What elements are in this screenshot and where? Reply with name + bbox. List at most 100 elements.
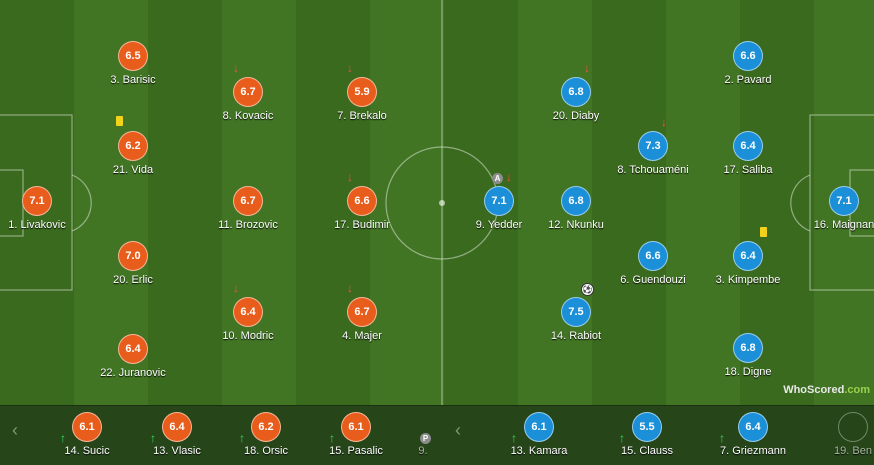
rating-badge: 7.1 <box>22 186 52 216</box>
away-bench-prev-button[interactable]: ‹ <box>455 420 461 440</box>
bench-player-home-partial[interactable]: P 9. <box>363 411 483 457</box>
rating-badge: 6.1 <box>524 412 554 442</box>
sub-off-icon: ↓ <box>233 281 239 295</box>
rating-badge: 6.8 <box>733 333 763 363</box>
player-away[interactable]: ⚽ 7.5 14. Rabiot <box>516 284 636 342</box>
player-name: 7. Brekalo <box>337 110 387 122</box>
player-name: 7. Griezmann <box>719 445 787 457</box>
sub-off-icon: ↓ <box>584 61 590 75</box>
player-name: 18. Digne <box>724 366 772 378</box>
rating-badge: 7.0 <box>118 241 148 271</box>
sub-off-icon: ↓ <box>233 61 239 75</box>
rating-badge: 6.8 <box>561 77 591 107</box>
rating-badge: 6.6 <box>638 241 668 271</box>
player-name: 15. Clauss <box>621 445 673 457</box>
bench-player-away-partial[interactable]: 19. Ben <box>793 411 874 457</box>
player-name: 14. Sucic <box>64 445 110 457</box>
player-away[interactable]: ↓ 6.8 20. Diaby <box>516 62 636 122</box>
player-name: 18. Orsic <box>243 445 288 457</box>
player-name: 8. Kovacic <box>222 110 274 122</box>
yellow-card-icon <box>760 227 767 239</box>
bench-player-away[interactable]: ↑ 5.5 15. Clauss <box>587 411 707 457</box>
sub-on-icon: ↑ <box>239 431 245 445</box>
player-home[interactable]: ↓ 6.7 8. Kovacic <box>188 62 308 122</box>
yellow-card-icon <box>116 116 123 128</box>
rating-badge-empty <box>838 412 868 442</box>
bench-player-home[interactable]: ↑ 6.2 18. Orsic <box>206 411 326 457</box>
player-name: 17. Budimir <box>334 219 390 231</box>
player-name: 13. Kamara <box>510 445 568 457</box>
goal-icon: ⚽ <box>582 284 593 295</box>
player-away[interactable]: 6.4 3. Kimpembe <box>688 227 808 286</box>
sub-off-icon: ↓ <box>661 115 667 129</box>
bench-player-home[interactable]: ↑ 6.4 13. Vlasic <box>117 411 237 457</box>
player-home[interactable]: 6.5 3. Barisic <box>73 40 193 86</box>
player-away[interactable]: 7.1 16. Maignan <box>784 185 874 231</box>
rating-badge: 6.6 <box>733 41 763 71</box>
player-home[interactable]: 7.1 1. Livakovic <box>0 185 97 231</box>
rating-badge: 6.1 <box>341 412 371 442</box>
penalty-icon: P <box>420 431 431 444</box>
rating-badge: 6.7 <box>233 77 263 107</box>
player-name: 3. Kimpembe <box>715 274 781 286</box>
rating-badge: 6.1 <box>72 412 102 442</box>
bench-player-away[interactable]: ↑ 6.4 7. Griezmann <box>693 411 813 457</box>
player-name: 9. Yedder <box>475 219 523 231</box>
rating-badge: 7.5 <box>561 297 591 327</box>
rating-badge: 6.6 <box>347 186 377 216</box>
rating-badge: 6.2 <box>251 412 281 442</box>
substitutes-bar <box>0 405 874 465</box>
bench-player-home[interactable]: ↑ 6.1 14. Sucic <box>27 411 147 457</box>
brand-domain: .com <box>844 384 870 396</box>
player-away[interactable]: ↓ 7.3 8. Tchouaméni <box>593 116 713 176</box>
sub-on-icon: ↑ <box>150 431 156 445</box>
player-name: 21. Vida <box>112 164 154 176</box>
player-name: 3. Barisic <box>110 74 156 86</box>
player-name: 11. Brozovic <box>218 219 278 231</box>
player-away[interactable]: A ↓ 7.1 9. Yedder <box>439 171 559 231</box>
player-home[interactable]: 6.7 11. Brozovic <box>188 185 308 231</box>
rating-badge: 6.4 <box>738 412 768 442</box>
player-home[interactable]: ↓ 6.7 4. Majer <box>302 282 422 342</box>
bench-player-away[interactable]: ↑ 6.1 13. Kamara <box>479 411 599 457</box>
sub-on-icon: ↑ <box>511 431 517 445</box>
rating-badge: 6.7 <box>347 297 377 327</box>
bench-player-home[interactable]: ↑ 6.1 15. Pasalic <box>296 411 416 457</box>
player-name: 20. Erlic <box>113 274 153 286</box>
player-home[interactable]: ↓ 6.4 10. Modric <box>188 282 308 342</box>
player-away[interactable]: 6.8 18. Digne <box>688 332 808 378</box>
player-away[interactable]: 6.8 12. Nkunku <box>516 185 636 231</box>
player-away[interactable]: 6.6 6. Guendouzi <box>593 240 713 286</box>
player-home[interactable]: ↓ 6.6 17. Budimir <box>302 171 422 231</box>
rating-badge: 6.4 <box>162 412 192 442</box>
player-home[interactable]: 6.4 22. Juranovic <box>73 333 193 379</box>
player-name: 12. Nkunku <box>548 219 604 231</box>
player-name: 4. Majer <box>342 330 382 342</box>
whoscored-logo: WhoScored.com <box>783 384 870 396</box>
player-name: 10. Modric <box>222 330 274 342</box>
player-name: 6. Guendouzi <box>620 274 686 286</box>
home-bench-prev-button[interactable]: ‹ <box>12 420 18 440</box>
rating-badge: 6.5 <box>118 41 148 71</box>
player-name: 9. <box>418 445 428 457</box>
sub-off-icon: ↓ <box>347 61 353 75</box>
player-name: 16. Maignan <box>813 219 874 231</box>
player-name: 22. Juranovic <box>100 367 166 379</box>
rating-badge: 6.8 <box>561 186 591 216</box>
player-away[interactable]: 6.6 2. Pavard <box>688 40 808 86</box>
pitch-lines <box>0 0 874 405</box>
player-away[interactable]: 6.4 17. Saliba <box>688 130 808 176</box>
player-name: 1. Livakovic <box>8 219 66 231</box>
sub-on-icon: ↑ <box>60 431 66 445</box>
sub-off-icon: ↓ <box>347 170 353 184</box>
player-home[interactable]: ↓ 5.9 7. Brekalo <box>302 62 422 122</box>
pitch: 6.5 3. Barisic ↓ 6.7 8. Kovacic ↓ 5.9 7.… <box>0 0 874 405</box>
sub-on-icon: ↑ <box>329 431 335 445</box>
player-name: 13. Vlasic <box>153 445 201 457</box>
player-home[interactable]: 6.2 21. Vida <box>73 116 193 176</box>
player-home[interactable]: 7.0 20. Erlic <box>73 240 193 286</box>
rating-badge: 7.1 <box>484 186 514 216</box>
rating-badge: 6.7 <box>233 186 263 216</box>
rating-badge: 5.9 <box>347 77 377 107</box>
rating-badge: 7.1 <box>829 186 859 216</box>
